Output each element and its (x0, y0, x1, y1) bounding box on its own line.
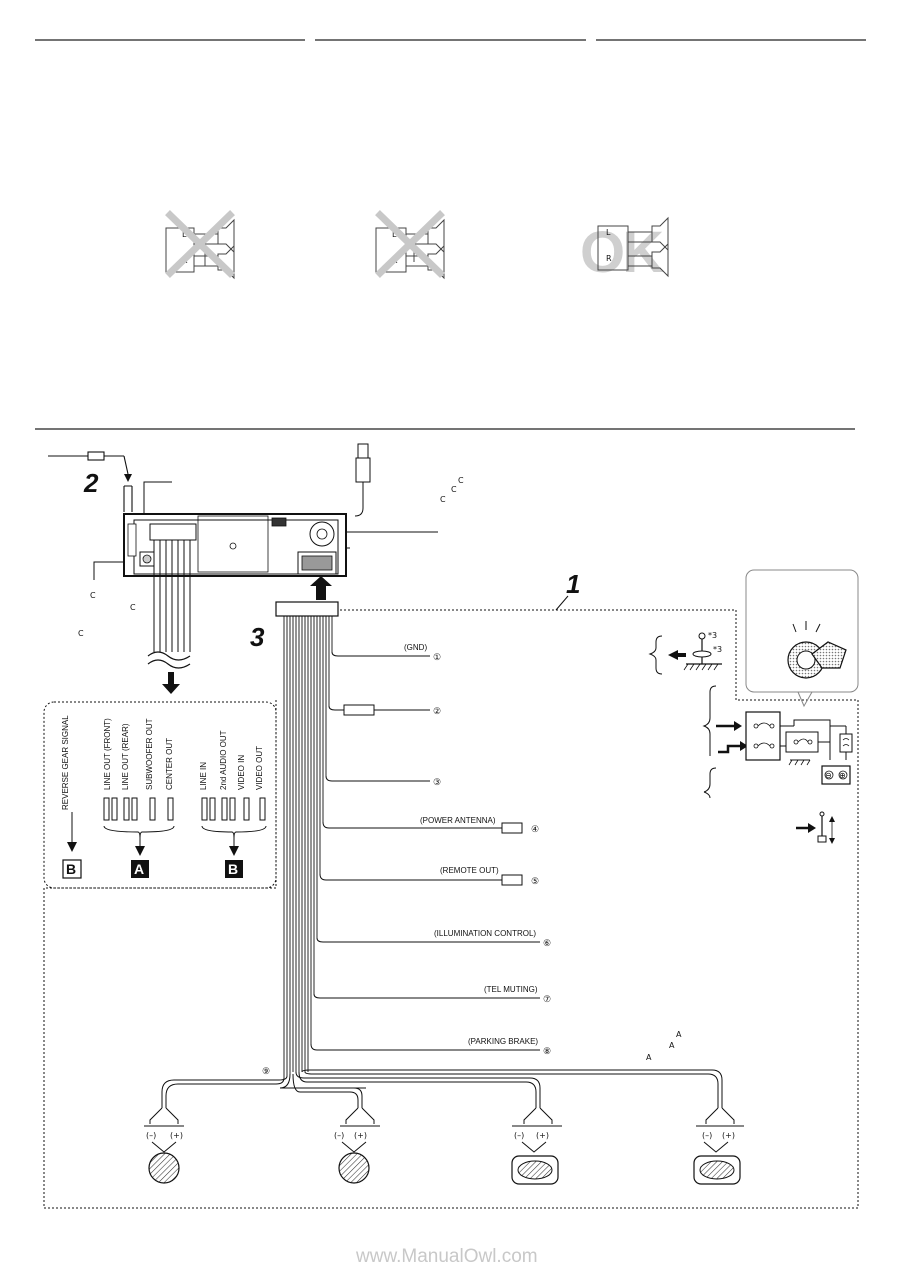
svg-text:(–): (–) (334, 1131, 344, 1140)
lead-remote-out: (REMOTE OUT) ⑤ (319, 866, 539, 886)
svg-text:L: L (606, 228, 611, 237)
speaker-lead-number: ⑨ (262, 1066, 270, 1076)
svg-text:L: L (182, 230, 187, 239)
antenna-cable (48, 451, 133, 512)
lead-illumination-control: (ILLUMINATION CONTROL) ⑥ (316, 929, 551, 948)
svg-text:⑧: ⑧ (543, 1046, 551, 1056)
step-3-label: 3 (250, 622, 265, 652)
step-1-pointer (555, 595, 569, 611)
svg-text:④: ④ (531, 824, 539, 834)
ok-mark: OK (580, 220, 664, 285)
ref-mark-c: C (440, 495, 446, 504)
svg-text:LINE IN: LINE IN (199, 762, 208, 790)
lead-tel-muting: (TEL MUTING) ⑦ (313, 985, 551, 1004)
svg-text:(+): (+) (722, 1131, 735, 1140)
svg-text:(GND): (GND) (404, 643, 427, 652)
lead-power-antenna: (POWER ANTENNA) ④ (322, 816, 539, 834)
svg-text:L: L (392, 230, 397, 239)
svg-text:B: B (228, 861, 238, 877)
svg-text:VIDEO IN: VIDEO IN (237, 755, 246, 790)
correct-connection-example: L R (597, 216, 669, 278)
battery-neg-terminal: ⊖ (825, 771, 832, 780)
ref-mark-c: C (458, 476, 464, 485)
battery-fuse-block (702, 685, 853, 799)
cross-mark-icon (165, 210, 235, 278)
svg-text:(PARKING BRAKE): (PARKING BRAKE) (468, 1037, 538, 1046)
line-out-group-a: LINE OUT (FRONT) LINE OUT (REAR) SUBWOOF… (103, 718, 175, 878)
svg-text:REVERSE GEAR SIGNAL: REVERSE GEAR SIGNAL (61, 715, 70, 810)
battery-pos-terminal: ⊕ (839, 771, 846, 780)
svg-text:LINE OUT (REAR): LINE OUT (REAR) (121, 723, 130, 790)
harness-enclosure (43, 609, 859, 1209)
up-arrow-icon (310, 576, 332, 600)
connector-groups-box (43, 701, 277, 889)
step-1-label: 1 (566, 569, 580, 599)
svg-text:VIDEO OUT: VIDEO OUT (255, 746, 264, 790)
svg-text:(+): (+) (536, 1131, 549, 1140)
svg-text:2nd AUDIO OUT: 2nd AUDIO OUT (219, 730, 228, 790)
svg-text:③: ③ (433, 777, 441, 787)
ground-screw-detail: *3 *3 (648, 631, 722, 675)
svg-text:SUBWOOFER OUT: SUBWOOFER OUT (145, 718, 154, 790)
wire-bundle (283, 616, 333, 1078)
video-in-out-group-b: LINE IN 2nd AUDIO OUT VIDEO IN VIDEO OUT… (199, 730, 267, 878)
svg-text:①: ① (433, 652, 441, 662)
ref-mark-c: C (130, 603, 136, 612)
cross-mark-icon (375, 210, 445, 278)
ref-mark-a: A (669, 1041, 675, 1050)
svg-text:⑦: ⑦ (543, 994, 551, 1004)
lead-ignition: ③ (325, 775, 441, 787)
speaker-front-right: (–) (+) (334, 1107, 380, 1184)
ignition-key-detail (745, 569, 859, 708)
svg-text:(–): (–) (702, 1131, 712, 1140)
svg-text:⑤: ⑤ (531, 876, 539, 886)
down-arrow-icon (162, 672, 180, 694)
svg-text:(+): (+) (354, 1131, 367, 1140)
lead-gnd: (GND) ① (331, 643, 441, 662)
svg-text:*3: *3 (713, 645, 722, 654)
svg-text:⑥: ⑥ (543, 938, 551, 948)
svg-text:(–): (–) (514, 1131, 524, 1140)
svg-text:R: R (606, 254, 612, 263)
svg-text:LINE OUT (FRONT): LINE OUT (FRONT) (103, 718, 112, 790)
svg-text:②: ② (433, 706, 441, 716)
rca-harness (147, 540, 191, 669)
ref-mark-c: C (451, 485, 457, 494)
ref-mark-a: A (646, 1053, 652, 1062)
iso-plug (354, 443, 371, 517)
head-unit (123, 513, 347, 577)
reverse-gear-signal-group: REVERSE GEAR SIGNAL B (61, 715, 82, 879)
svg-text:(–): (–) (146, 1131, 156, 1140)
lead-battery: ② (328, 704, 441, 716)
main-harness-connector (275, 601, 339, 617)
ref-mark-c: C (90, 591, 96, 600)
speaker-rear-right: (–) (+) (693, 1107, 744, 1185)
speaker-wires (161, 1069, 723, 1108)
svg-text:(POWER ANTENNA): (POWER ANTENNA) (420, 816, 496, 825)
watermark: www.ManualOwl.com (355, 1246, 538, 1267)
svg-text:(TEL MUTING): (TEL MUTING) (484, 985, 538, 994)
svg-text:CENTER OUT: CENTER OUT (165, 738, 174, 790)
ref-mark-a: A (676, 1030, 682, 1039)
svg-text:A: A (134, 861, 144, 877)
svg-text:(+): (+) (170, 1131, 183, 1140)
svg-text:(REMOTE OUT): (REMOTE OUT) (440, 866, 499, 875)
speaker-front-left: (–) (+) (144, 1107, 184, 1184)
ref-mark-c: C (78, 629, 84, 638)
lead-parking-brake: (PARKING BRAKE) ⑧ (310, 1037, 551, 1056)
svg-text:B: B (66, 861, 76, 877)
svg-text:(ILLUMINATION CONTROL): (ILLUMINATION CONTROL) (434, 929, 536, 938)
step-2-label: 2 (83, 468, 99, 498)
power-antenna-detail (796, 811, 835, 844)
svg-text:*3: *3 (708, 631, 717, 640)
speaker-rear-left: (–) (+) (511, 1107, 562, 1185)
